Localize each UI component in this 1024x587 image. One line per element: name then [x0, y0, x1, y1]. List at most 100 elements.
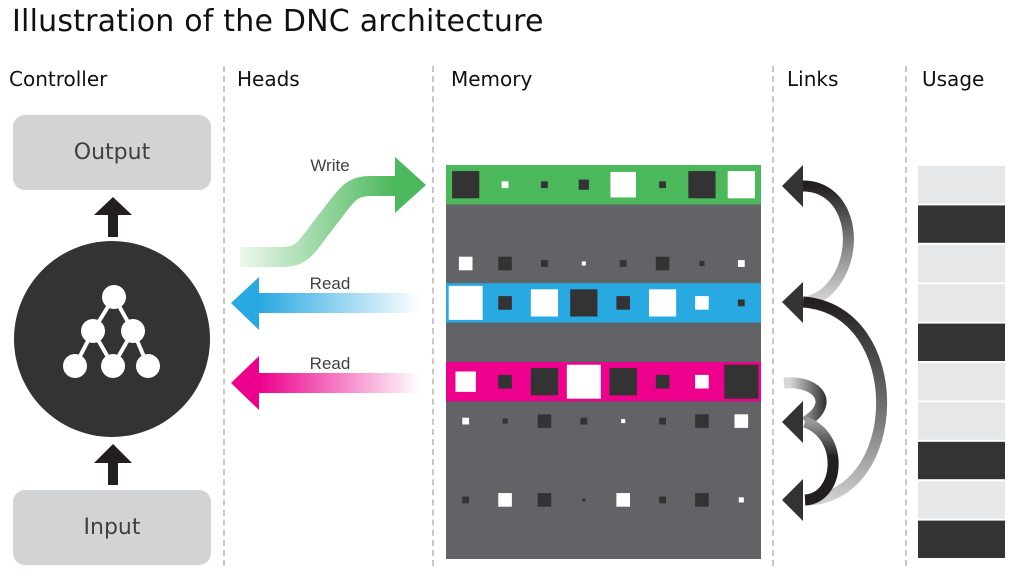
memory-cell: [695, 296, 709, 310]
up-arrow-output-icon: [94, 197, 132, 237]
read-head-label-1: Read: [310, 274, 351, 293]
memory-cell: [462, 496, 470, 504]
memory-cell: [581, 261, 586, 266]
usage-cell: [918, 284, 1005, 322]
input-box: Input: [13, 490, 211, 565]
controller: [14, 197, 210, 485]
usage-cell: [918, 402, 1005, 440]
temporal-links: [782, 165, 888, 521]
memory-cell: [616, 493, 630, 507]
memory-cell: [737, 299, 745, 307]
neural-network-icon: [63, 285, 160, 378]
memory-cell: [619, 260, 627, 267]
memory-cell: [570, 289, 598, 317]
memory-cell: [541, 260, 548, 267]
memory-cell: [501, 181, 509, 189]
input-label: Input: [83, 515, 141, 540]
link-arc: [802, 180, 854, 308]
memory-cell: [727, 171, 755, 199]
memory-cell: [455, 371, 476, 392]
memory-cell: [498, 374, 512, 389]
memory-cell: [580, 417, 588, 425]
column-label-memory: Memory: [451, 67, 533, 91]
usage-cell: [918, 323, 1005, 361]
memory-cell: [609, 368, 637, 396]
memory-cell: [688, 171, 716, 199]
column-label-controller: Controller: [9, 67, 108, 91]
usage-cell: [918, 244, 1005, 283]
usage-cell: [918, 166, 1005, 204]
write-head-arrow: [240, 157, 426, 267]
page-title: Illustration of the DNC architecture: [12, 4, 544, 39]
link-arrowhead-icon: [782, 282, 803, 323]
usage-cell: [918, 363, 1005, 401]
memory-cell: [498, 296, 512, 310]
memory-cell: [566, 364, 601, 399]
memory-cell: [695, 493, 709, 507]
memory-cell: [537, 493, 552, 507]
column-label-heads: Heads: [237, 67, 300, 91]
memory-cell: [498, 493, 512, 507]
memory-cell: [530, 289, 559, 317]
divider-memory-links: [772, 66, 774, 566]
read-head-arrow-1: [231, 277, 420, 330]
read-arrowhead-icon: [231, 277, 259, 330]
usage-bar: [918, 166, 1005, 558]
memory-cell: [541, 181, 548, 189]
memory-cell: [659, 496, 666, 504]
usage-cell: [918, 481, 1005, 519]
memory-cell: [530, 368, 559, 396]
read-head-arrow-2: [231, 356, 420, 410]
memory-row-read_1: [446, 283, 761, 323]
usage-cell: [918, 520, 1005, 558]
up-arrow-input-icon: [94, 444, 132, 485]
write-arrowhead-icon: [395, 157, 426, 213]
memory-row-read_2: [446, 362, 761, 402]
memory-cell: [655, 374, 670, 389]
memory-cell: [655, 256, 670, 271]
memory-cell: [621, 419, 626, 424]
divider-links-usage: [905, 66, 907, 566]
divider-controller-heads: [223, 66, 225, 566]
write-head-label: Write: [310, 156, 349, 175]
column-label-links: Links: [787, 67, 839, 91]
memory-cell: [502, 418, 508, 424]
memory-matrix: [446, 165, 761, 559]
memory-cell: [737, 260, 745, 267]
memory-cell: [734, 414, 749, 428]
memory-cell: [462, 417, 470, 425]
divider-heads-memory: [432, 66, 434, 566]
memory-cell: [616, 296, 630, 310]
memory-cell: [695, 414, 709, 428]
output-box: Output: [13, 115, 211, 190]
memory-cell: [695, 374, 709, 389]
link-arc: [783, 377, 827, 427]
memory-cell: [648, 289, 677, 317]
memory-cell: [610, 171, 636, 198]
memory-cell: [537, 414, 552, 428]
memory-cell: [659, 181, 666, 189]
memory-cell: [498, 256, 512, 271]
link-arc: [802, 296, 888, 506]
memory-cell: [738, 497, 744, 503]
memory-cell: [582, 498, 586, 502]
memory-cell: [452, 171, 480, 199]
controller-circle: [14, 241, 210, 437]
usage-cell: [918, 441, 1005, 480]
memory-cell: [724, 364, 759, 399]
link-arrowhead-icon: [782, 165, 803, 207]
memory-cell: [578, 179, 589, 190]
link-arrowhead-icon: [782, 401, 803, 443]
memory-cell: [458, 256, 473, 271]
memory-cell: [659, 417, 666, 425]
usage-cell: [918, 205, 1005, 243]
link-arc: [802, 416, 839, 506]
output-label: Output: [73, 140, 151, 165]
link-arrowhead-icon: [782, 479, 803, 521]
column-label-usage: Usage: [922, 67, 985, 91]
read-arrowhead-icon: [231, 356, 259, 410]
memory-cell: [448, 285, 483, 320]
read-head-label-2: Read: [310, 354, 351, 373]
memory-cell: [699, 260, 705, 267]
